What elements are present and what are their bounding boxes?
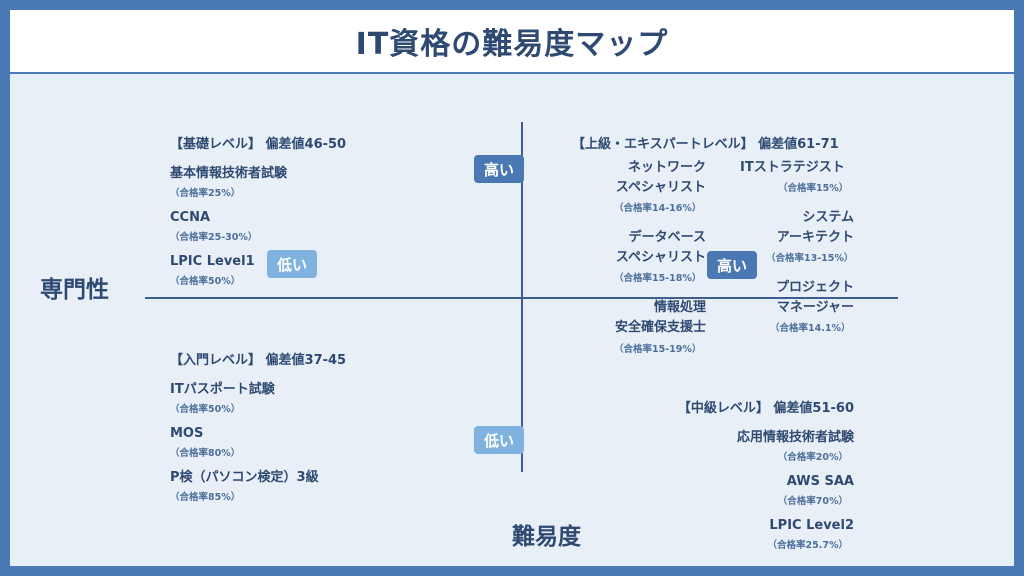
horizontal-axis-label: 難易度 [512,524,581,550]
vertical-axis-label: 専門性 [40,277,109,303]
quadrant-heading-expert: 【上級・エキスパートレベル】 偏差値61-71 [572,137,839,152]
cert-pass-rate: （合格率50%） [170,404,241,415]
cert-pass-rate: （合格率80%） [170,448,241,459]
vertical-low-badge: 低い [474,426,524,454]
cert-pass-rate: （合格率70%） [777,496,848,507]
cert-name: ITパスポート試験 [170,382,275,397]
cert-pass-rate: （合格率14-16%） [614,203,702,214]
cert-pass-rate: （合格率50%） [170,276,241,287]
cert-name: 情報処理 安全確保支援士 [614,300,706,335]
cert-name: LPIC Level2 [769,518,854,533]
cert-name: AWS SAA [786,474,854,489]
cert-name: 応用情報技術者試験 [736,430,854,445]
cert-pass-rate: （合格率20%） [777,452,848,463]
cert-name: データベース スペシャリスト [615,230,706,265]
page-title: IT資格の難易度マップ [355,27,669,62]
quadrant-heading-basic: 【基礎レベル】 偏差値46-50 [170,137,347,152]
cert-pass-rate: （合格率15%） [778,183,849,194]
cert-pass-rate: （合格率15-19%） [614,344,702,355]
cert-name: MOS [170,426,204,441]
quadrant-heading-intro: 【入門レベル】 偏差値37-45 [170,353,347,368]
cert-pass-rate: （合格率25%） [170,188,241,199]
cert-name: 基本情報技術者試験 [170,166,288,181]
cert-name: システム アーキテクト [776,210,854,245]
horizontal-axis-line [145,297,898,299]
cert-pass-rate: （合格率15-18%） [614,273,702,284]
horizontal-high-badge: 高い [707,251,757,279]
cert-name: LPIC Level1 [170,254,255,269]
cert-pass-rate: （合格率13-15%） [766,253,854,264]
cert-pass-rate: （合格率25-30%） [170,232,258,243]
cert-name: ITストラテジスト [740,160,845,175]
cert-name: プロジェクト マネージャー [775,280,854,315]
cert-name: P検（パソコン検定）3級 [170,470,319,485]
quadrant-heading-intermediate: 【中級レベル】 偏差値51-60 [677,401,854,416]
cert-pass-rate: （合格率25.7%） [767,540,848,551]
cert-name: CCNA [170,210,211,225]
cert-name: ネットワーク スペシャリスト [615,160,706,195]
map-panel [10,74,1014,566]
cert-pass-rate: （合格率14.1%） [770,323,851,334]
cert-pass-rate: （合格率85%） [170,492,241,503]
horizontal-low-badge: 低い [267,250,317,278]
vertical-high-badge: 高い [474,155,524,183]
title-bar: IT資格の難易度マップ [10,10,1014,72]
